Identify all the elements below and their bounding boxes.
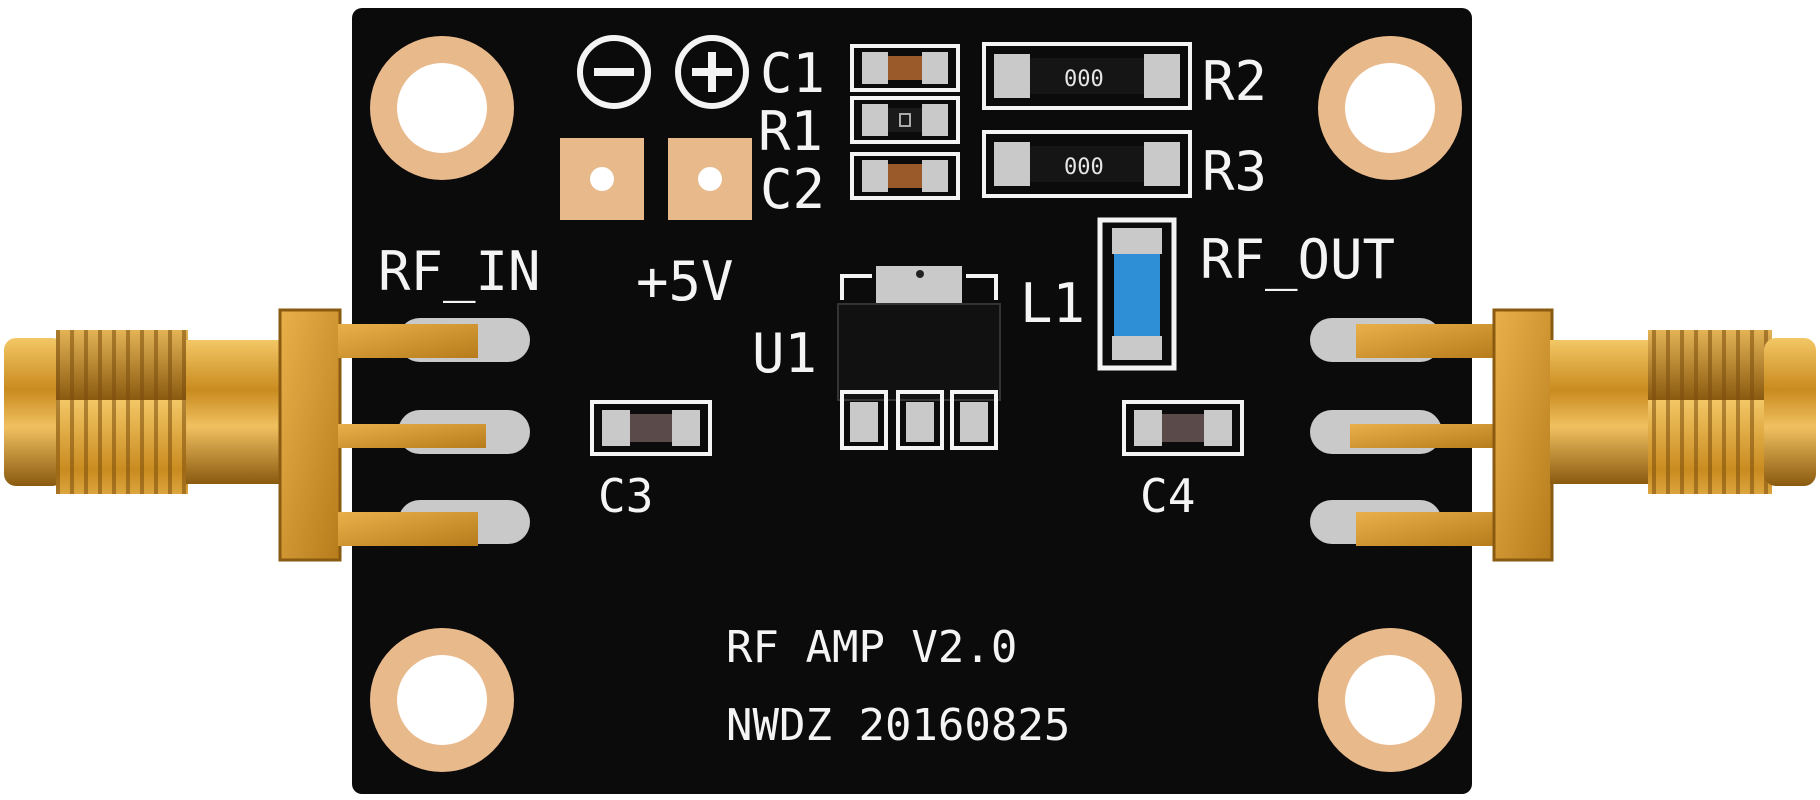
- label-c1: C1: [760, 42, 825, 105]
- sma-connector-rf-out: [1350, 308, 1816, 562]
- amplifier-ic-u1: [837, 266, 1001, 450]
- resistor-r1: [850, 96, 960, 144]
- label-u1: U1: [752, 322, 817, 385]
- mounting-hole-bottom-right: [1318, 628, 1462, 772]
- label-rf-in: RF_IN: [378, 240, 541, 303]
- ground-pad: [560, 138, 644, 220]
- plus-symbol-icon: [675, 35, 749, 109]
- capacitor-c3: [590, 400, 712, 456]
- label-rf-out: RF_OUT: [1200, 228, 1395, 291]
- mounting-hole-top-left: [370, 36, 514, 180]
- mounting-hole-bottom-left: [370, 628, 514, 772]
- inductor-l1: [1097, 217, 1177, 371]
- board-serial: NWDZ 20160825: [726, 700, 1070, 751]
- board-title: RF AMP V2.0: [726, 622, 1017, 673]
- vcc-pad: [668, 138, 752, 220]
- label-r1: R1: [758, 100, 823, 163]
- resistor-r2-marking: 000: [1064, 67, 1104, 92]
- capacitor-c4: [1122, 400, 1244, 456]
- label-c2: C2: [760, 158, 825, 221]
- resistor-r3: 000: [982, 130, 1192, 198]
- label-plus-5v: +5V: [636, 250, 734, 313]
- label-c4: C4: [1140, 469, 1195, 523]
- label-r2: R2: [1202, 50, 1267, 113]
- mounting-hole-top-right: [1318, 36, 1462, 180]
- label-r3: R3: [1202, 140, 1267, 203]
- resistor-r2: 000: [982, 42, 1192, 110]
- label-c3: C3: [598, 469, 653, 523]
- minus-symbol-icon: [577, 35, 651, 109]
- resistor-r3-marking: 000: [1064, 155, 1104, 180]
- label-l1: L1: [1020, 272, 1085, 335]
- capacitor-c1: [850, 44, 960, 92]
- sma-connector-rf-in: [4, 308, 486, 562]
- capacitor-c2: [850, 152, 960, 200]
